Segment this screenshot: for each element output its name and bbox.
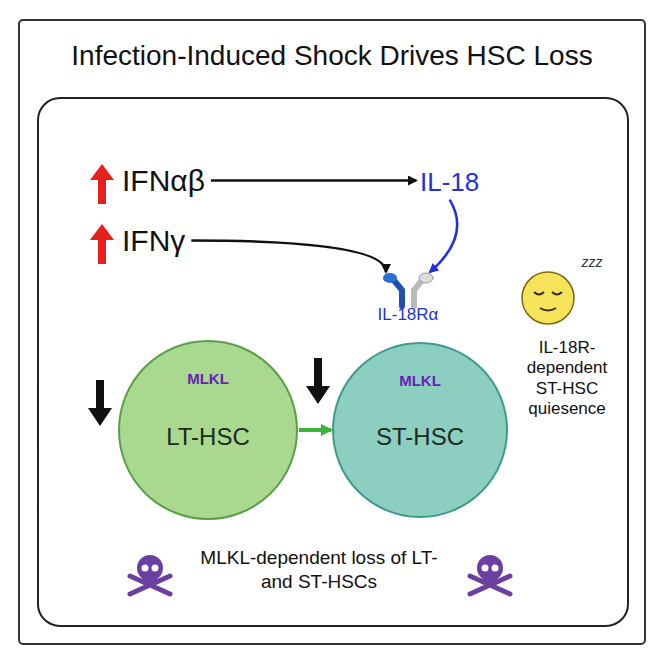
cell-label: ST-HSC (334, 423, 506, 451)
moon-face (522, 272, 574, 324)
cell-label: LT-HSC (120, 423, 296, 451)
cytokine-label: IFNαβ (122, 164, 205, 197)
arrow-connector (191, 241, 386, 273)
node-text: IL-18Rα (358, 306, 458, 325)
arrow-connector (211, 179, 416, 182)
title: Infection-Induced Shock Drives HSC Loss (24, 40, 640, 72)
up-arrow (90, 164, 114, 264)
crossbones (470, 576, 510, 594)
skull-jaw (483, 576, 497, 585)
arrow-connector (299, 428, 331, 432)
skull-eye (142, 565, 149, 572)
skull-eye (152, 565, 159, 572)
arrow-connector (430, 200, 457, 272)
protein-label: MLKL (334, 372, 506, 389)
cell-circle: MLKL ST-HSC (332, 342, 508, 518)
outer-border (19, 20, 645, 644)
note-text: IL-18R-dependent ST-HSC quiesence (515, 338, 619, 420)
receptor-box: IL-18Rα (358, 274, 458, 325)
sleep-mark: zzz (572, 254, 612, 270)
protein-label: MLKL (120, 370, 296, 387)
node-text: IFNγ (122, 224, 185, 257)
cell-circle: MLKL LT-HSC (118, 340, 298, 520)
cytokine-label: IFNγ (122, 224, 185, 257)
receptor-symbol (383, 273, 433, 306)
node-text: IFNαβ (122, 164, 205, 197)
inner-frame (38, 98, 628, 626)
cytokine-label: IL-18 (420, 168, 479, 197)
crossbones (130, 576, 170, 594)
skull-eye (492, 565, 499, 572)
skull-jaw (143, 576, 157, 585)
note-text: MLKL-dependent loss of LT- and ST-HSCs (188, 546, 450, 594)
skull-eye (482, 565, 489, 572)
node-text: IL-18 (420, 168, 479, 197)
